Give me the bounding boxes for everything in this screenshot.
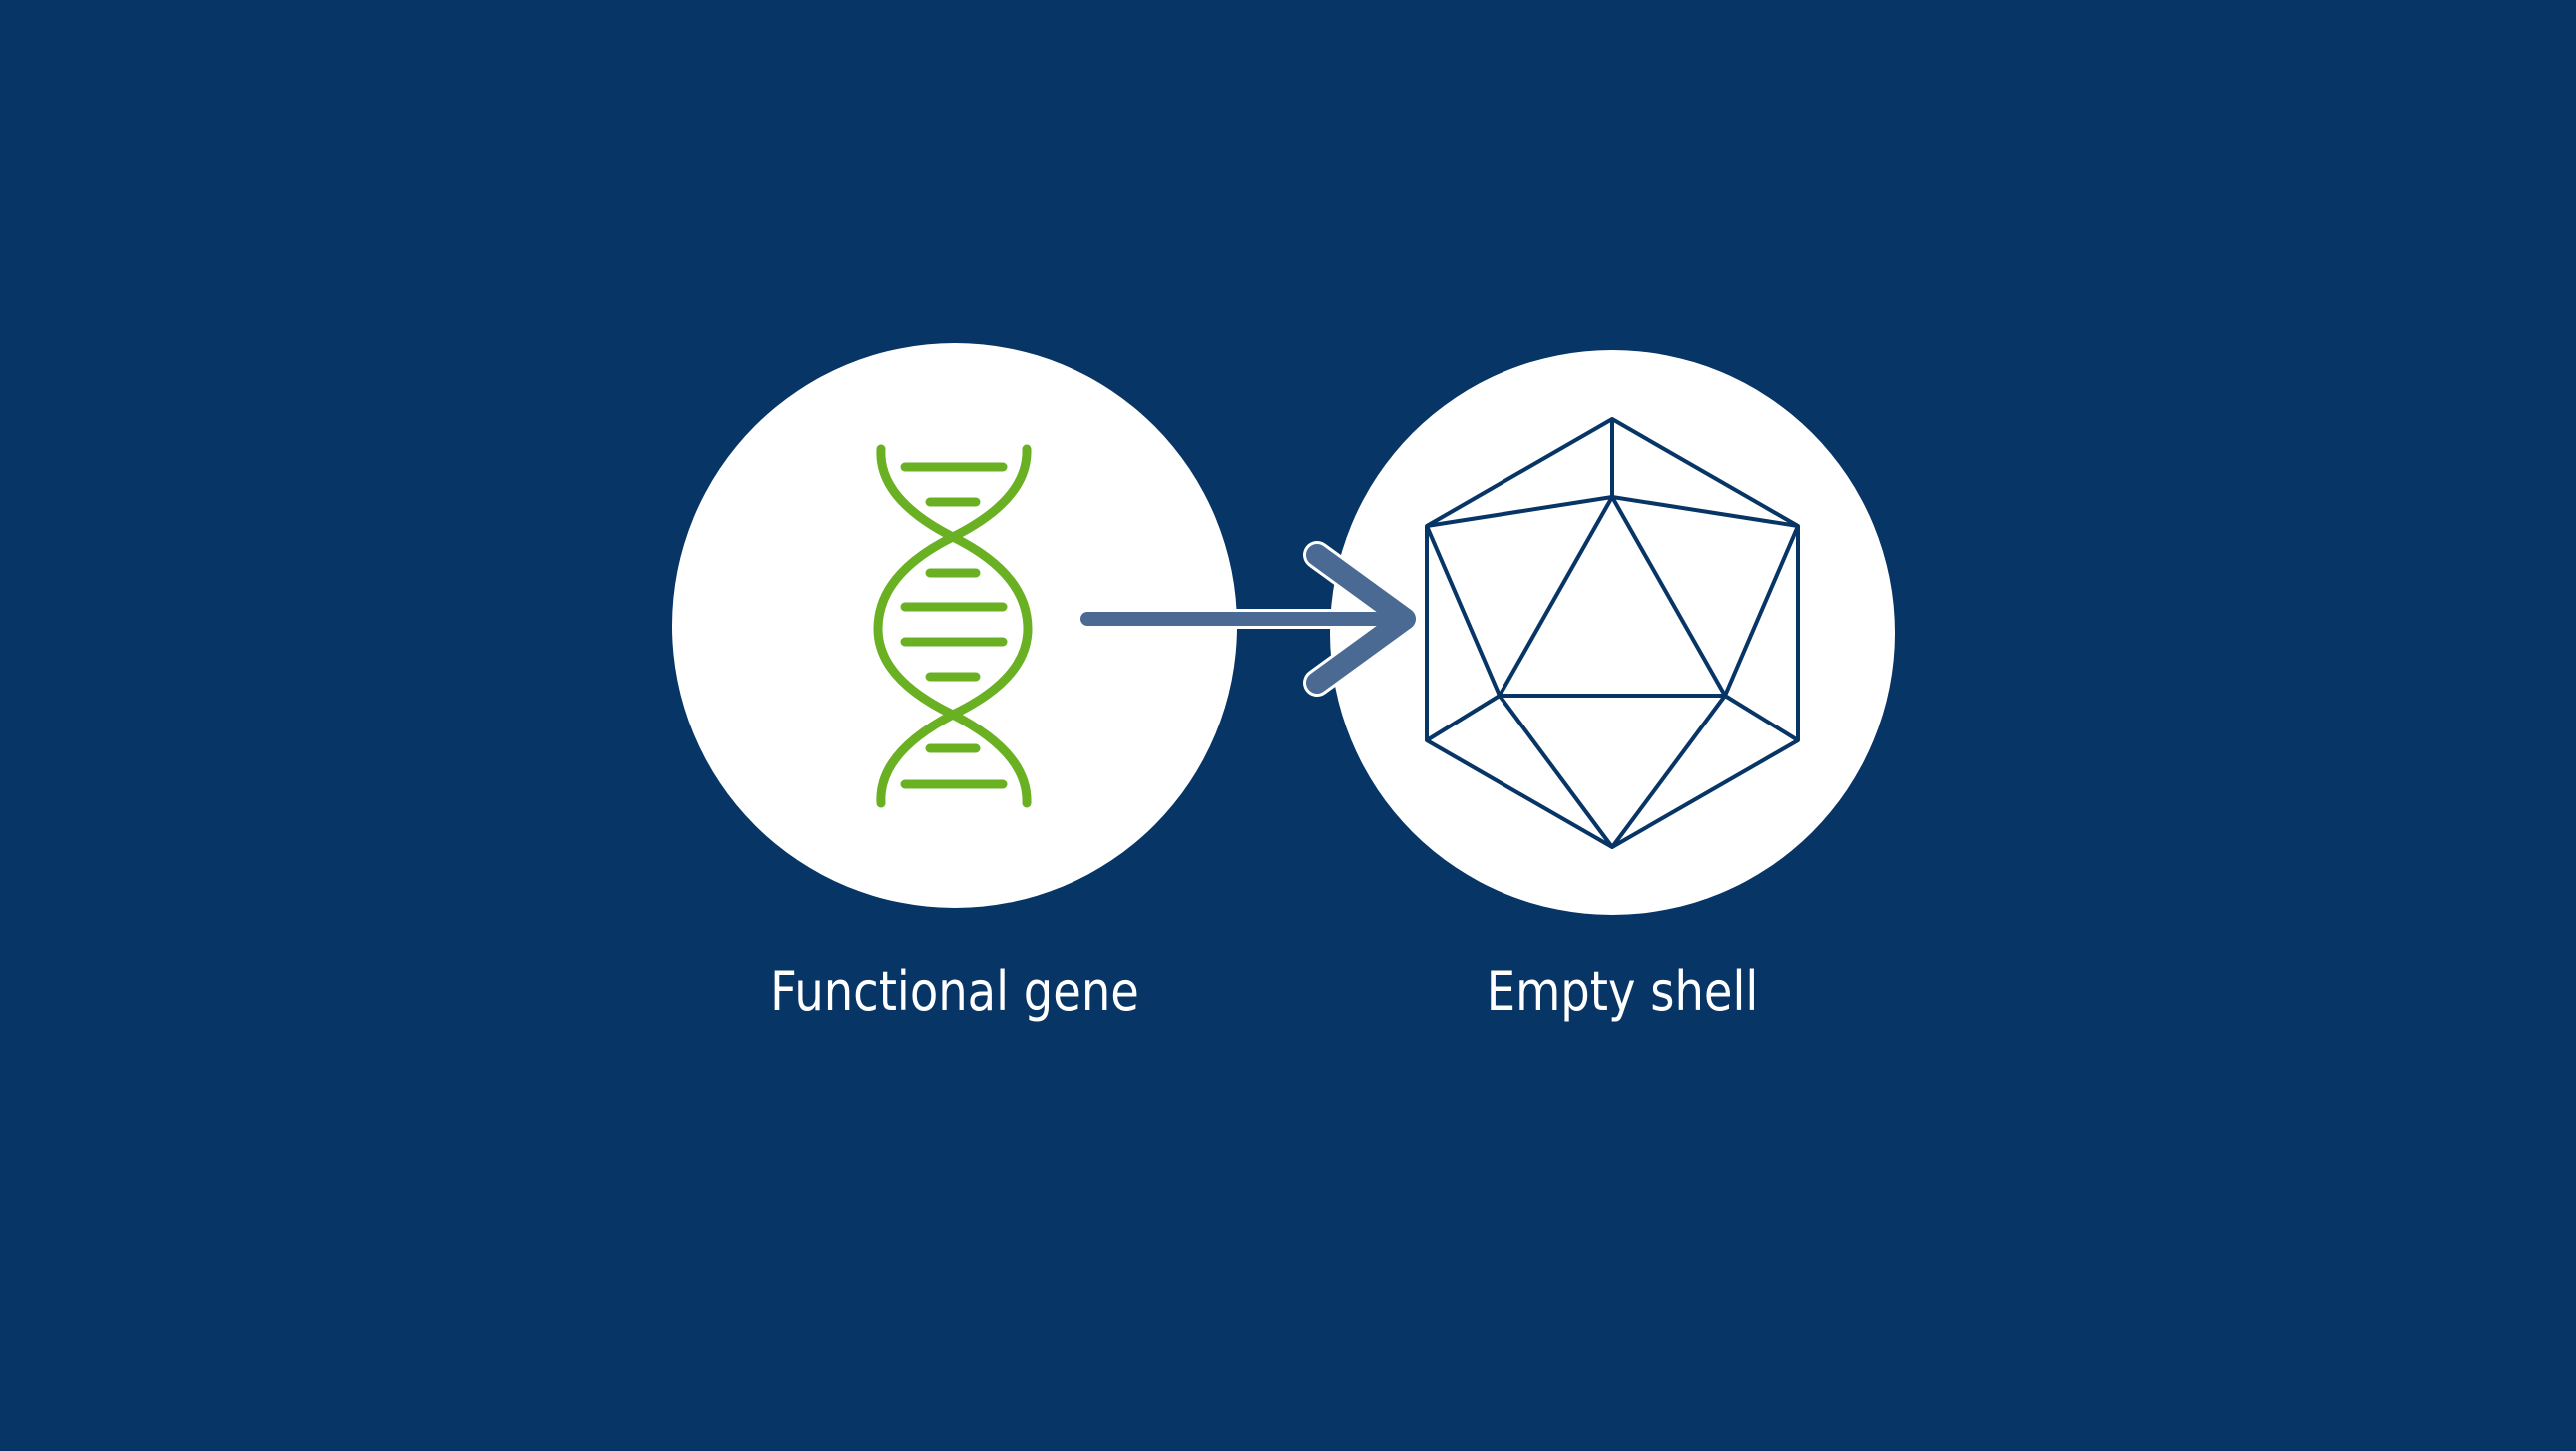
dna-helix-icon xyxy=(873,444,1033,808)
arrow-right-icon xyxy=(1077,541,1419,697)
dna-strand-left xyxy=(876,444,1033,808)
capsid-inner-triangle xyxy=(1498,495,1727,698)
dna-strand-right xyxy=(873,444,1032,808)
gene-label: Functional gene xyxy=(770,960,1139,1023)
shell-label: Empty shell xyxy=(1486,960,1759,1023)
icosahedron-capsid-icon xyxy=(1425,417,1800,849)
